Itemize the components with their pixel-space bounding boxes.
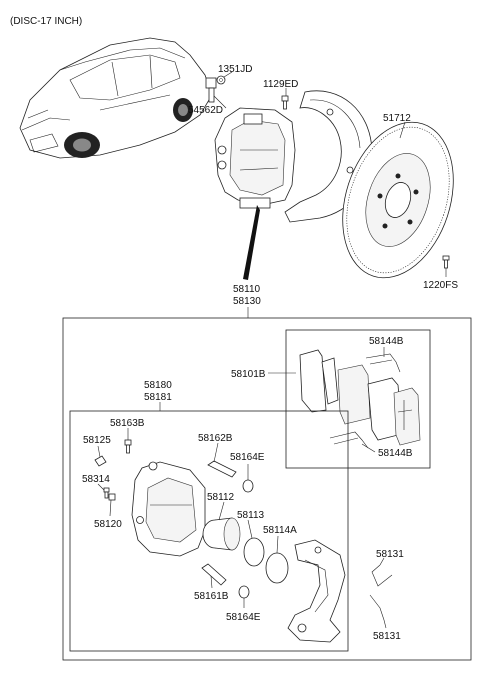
leader-58120 (109, 499, 112, 517)
boot-58164e-bottom-icon (238, 585, 250, 599)
label-1220fs: 1220FS (423, 280, 458, 291)
label-58144b-top: 58144B (369, 336, 404, 347)
leader-1351jd (223, 71, 233, 78)
diagram-title: (DISC-17 INCH) (10, 16, 82, 27)
guide-pin-58162b-icon (207, 460, 237, 478)
leader-58144b-bottom (361, 443, 376, 453)
car-illustration (19, 37, 213, 159)
label-51712: 51712 (383, 113, 411, 124)
label-58131-bottom: 58131 (373, 631, 401, 642)
label-58131-top: 58131 (376, 549, 404, 560)
label-58101b: 58101B (231, 369, 266, 380)
label-1129ed: 1129ED (263, 79, 298, 90)
label-58164e-top: 58164E (230, 452, 265, 463)
spring-58131-top-icon (371, 564, 393, 587)
washer-1351jd-icon (216, 75, 226, 85)
seal-58113-icon (243, 537, 265, 567)
leader-58113 (247, 519, 253, 539)
caliper-kit-frame (62, 317, 472, 661)
label-58314: 58314 (82, 474, 110, 485)
leader-51712 (399, 121, 406, 139)
label-58164e-bottom: 58164E (226, 612, 261, 623)
assembly-pointer (243, 205, 260, 280)
label-58180: 58180 (144, 380, 172, 391)
label-58112: 58112 (207, 492, 235, 503)
carrier-bracket (287, 539, 346, 643)
guide-pin-58161b-icon (201, 563, 227, 586)
spring-58131-bottom-icon (369, 594, 385, 621)
leader-58162b (213, 442, 219, 463)
leader-58114a (276, 535, 279, 554)
plug-58120-icon (108, 493, 116, 501)
cap-58125-icon (94, 455, 107, 467)
label-58181: 58181 (144, 392, 172, 403)
label-54562d: 54562D (188, 105, 223, 116)
label-58161b: 58161B (194, 591, 229, 602)
screw-1129ed-icon (281, 95, 289, 110)
label-58110: 58110 (233, 284, 261, 295)
label-58162b: 58162B (198, 433, 233, 444)
caliper-body (131, 461, 206, 557)
leader-58125 (97, 445, 101, 458)
label-58120: 58120 (94, 519, 122, 530)
label-1351jd: 1351JD (218, 64, 252, 75)
leader-58161b (210, 575, 213, 589)
label-58114a: 58114A (263, 525, 297, 536)
bolt-58163b-icon (124, 439, 132, 454)
piston-58112-icon (202, 517, 241, 551)
label-58130: 58130 (233, 296, 261, 307)
caliper-body-frame (69, 410, 349, 652)
leader-58314 (97, 483, 105, 491)
leader-58131-top (379, 557, 385, 566)
boot-58114a-icon (265, 552, 289, 584)
bolt-54562d-icon (205, 77, 217, 103)
label-58163b: 58163B (110, 418, 145, 429)
label-58144b-bottom: 58144B (378, 448, 413, 459)
leader-54562d (213, 95, 227, 109)
caliper-assembly (214, 107, 296, 209)
brake-disc (342, 121, 454, 279)
label-58125: 58125 (83, 435, 111, 446)
screw-1220fs-icon (442, 255, 450, 269)
boot-58164e-top-icon (242, 479, 254, 493)
pad-kit-frame (285, 329, 431, 469)
bleeder-58314-icon (103, 487, 110, 499)
leader-58112 (218, 501, 225, 521)
brake-pads (299, 349, 421, 446)
leader-58131-bottom (383, 619, 387, 629)
label-58113: 58113 (237, 510, 265, 521)
pad-clips (329, 353, 401, 449)
